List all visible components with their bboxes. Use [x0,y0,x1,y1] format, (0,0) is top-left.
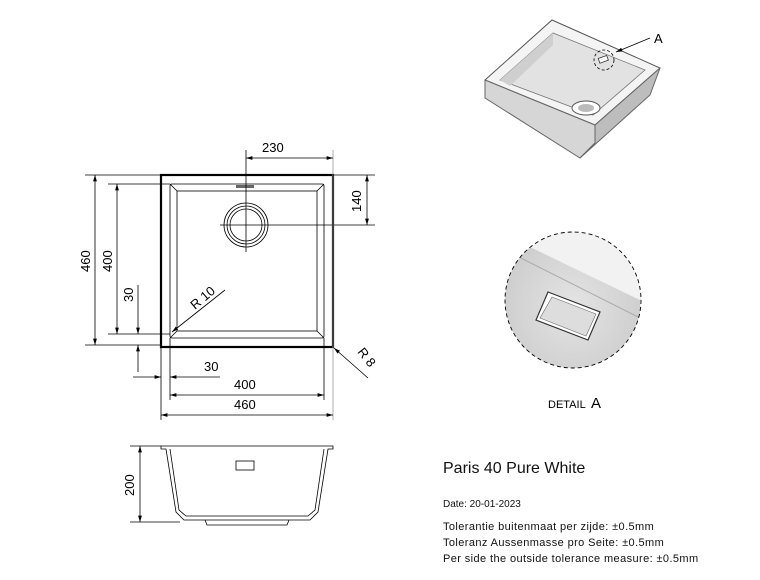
detail-letter: A [591,395,601,412]
dim-inner-width: 400 [234,377,256,392]
isometric-view: A [484,19,663,159]
detail-a-view: DETAIL A [504,231,642,412]
tolerance-nl: Tolerantie buitenmaat per zijde: ±0.5mm [443,521,655,533]
side-view: 200 [122,445,334,526]
dim-depth: 200 [122,474,137,496]
dim-outer-height: 460 [78,250,93,272]
dim-drain-offset-x: 230 [262,140,284,155]
dim-drain-offset-y: 140 [349,190,364,212]
callout-a: A [654,31,663,46]
sink-inner-rim [169,183,325,339]
dim-rim-width: 30 [204,359,218,374]
top-view: 230 140 460 400 30 30 400 460 R 10 R 8 [78,140,379,420]
overflow-slot-side [235,460,255,471]
radius-outer-label: R 8 [355,345,379,370]
tolerance-en: Per side the outside tolerance measure: … [443,553,699,565]
overflow-slot [236,185,254,188]
sink-outer-edge [159,173,335,349]
dim-outer-width: 460 [234,397,256,412]
product-title: Paris 40 Pure White [443,460,586,477]
drawing-date: Date: 20-01-2023 [443,499,521,510]
sink-bowl [176,190,318,332]
dim-rim-height: 30 [121,288,136,302]
tolerance-de: Toleranz Aussenmasse pro Seite: ±0.5mm [443,537,665,549]
detail-label: DETAIL [548,399,586,411]
dim-inner-height: 400 [100,250,115,272]
